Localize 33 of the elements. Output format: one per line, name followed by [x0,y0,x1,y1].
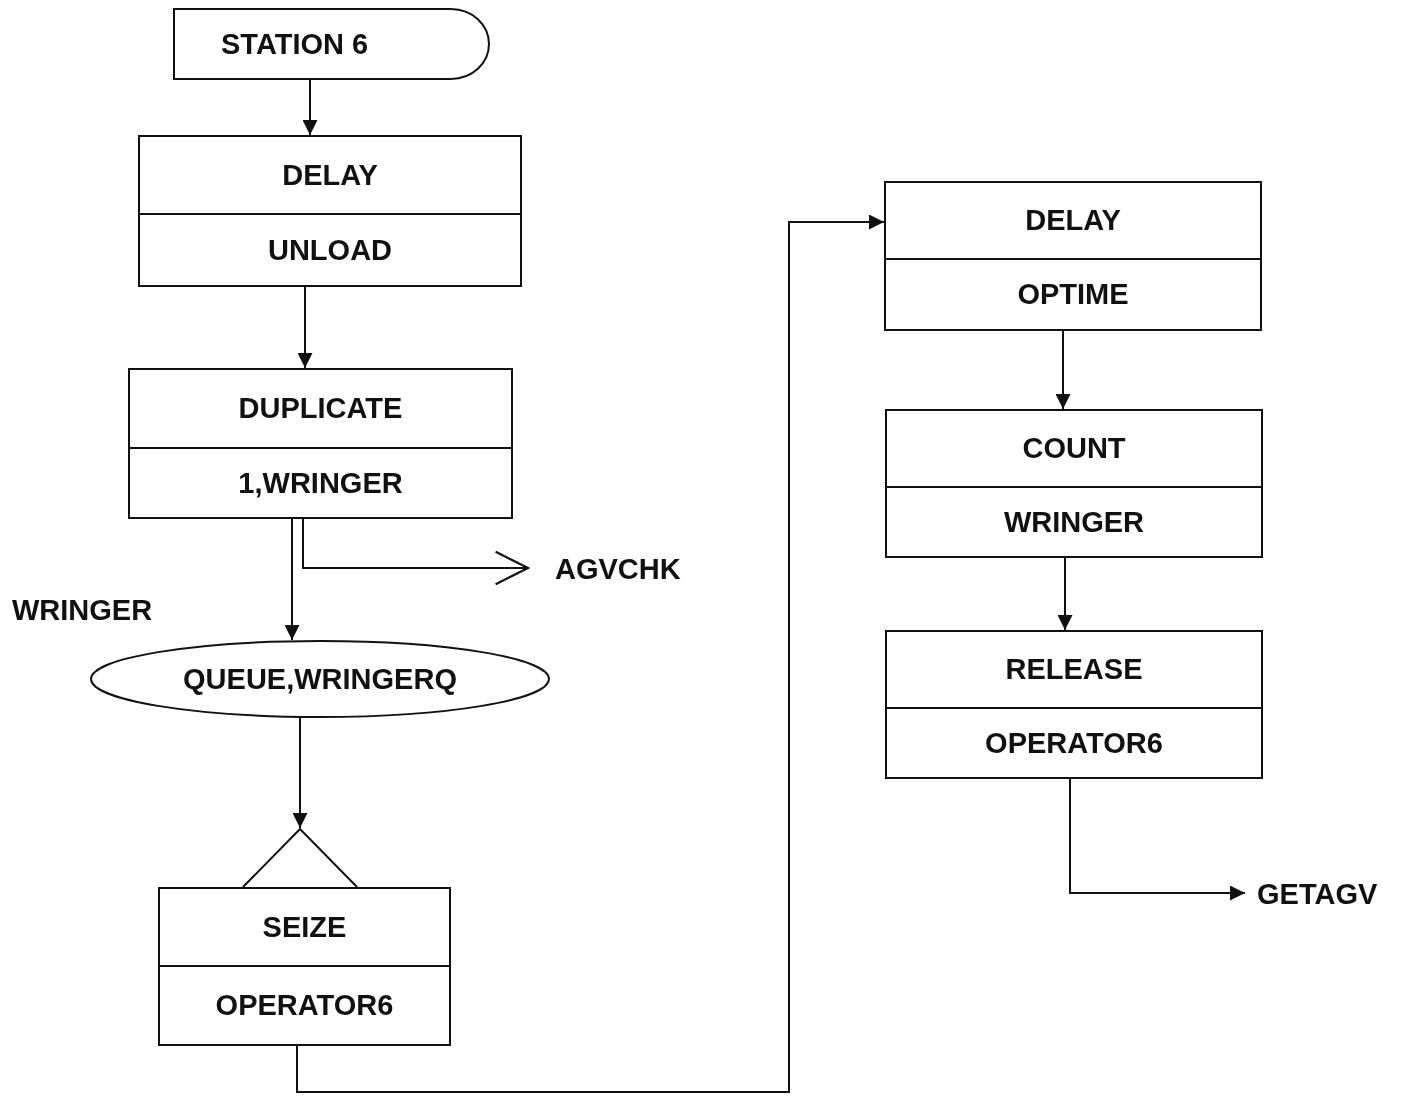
block-operand: OPERATOR6 [985,726,1163,760]
block-operand: UNLOAD [267,233,392,267]
block-name: QUEUE,WRINGERQ [183,662,457,696]
label-text: GETAGV [1245,875,1410,913]
block-operand: 1,WRINGER [238,466,403,500]
block-name: DELAY [1025,204,1121,237]
block-operand: WRINGER [1003,505,1145,539]
block-operand: OPTIME [1017,278,1129,311]
arrow [1069,778,1246,901]
block-name: DELAY [282,158,378,192]
arrow [297,286,313,369]
block-operand: OPERATOR6 [215,989,394,1022]
block-name: DUPLICATE [238,392,403,425]
block-box [138,135,522,287]
station-name: STATION 6 [221,27,369,61]
block-name: COUNT [1022,432,1126,465]
seize-block [158,828,451,1046]
station-block [173,8,491,80]
block-box [885,409,1263,558]
arrow [284,518,300,641]
arrow [292,717,308,829]
arrow [1055,330,1071,410]
arrow [296,214,885,1093]
block-box [885,630,1263,779]
arrow [302,518,530,586]
block-box [884,181,1262,331]
block-name: RELEASE [1005,653,1143,686]
arrow [302,79,318,136]
block-box [128,368,513,519]
block-name: SEIZE [262,910,347,944]
block-label: WRINGER [12,594,153,627]
arrow [1057,557,1073,631]
label-text: AGVCHK [528,550,718,588]
